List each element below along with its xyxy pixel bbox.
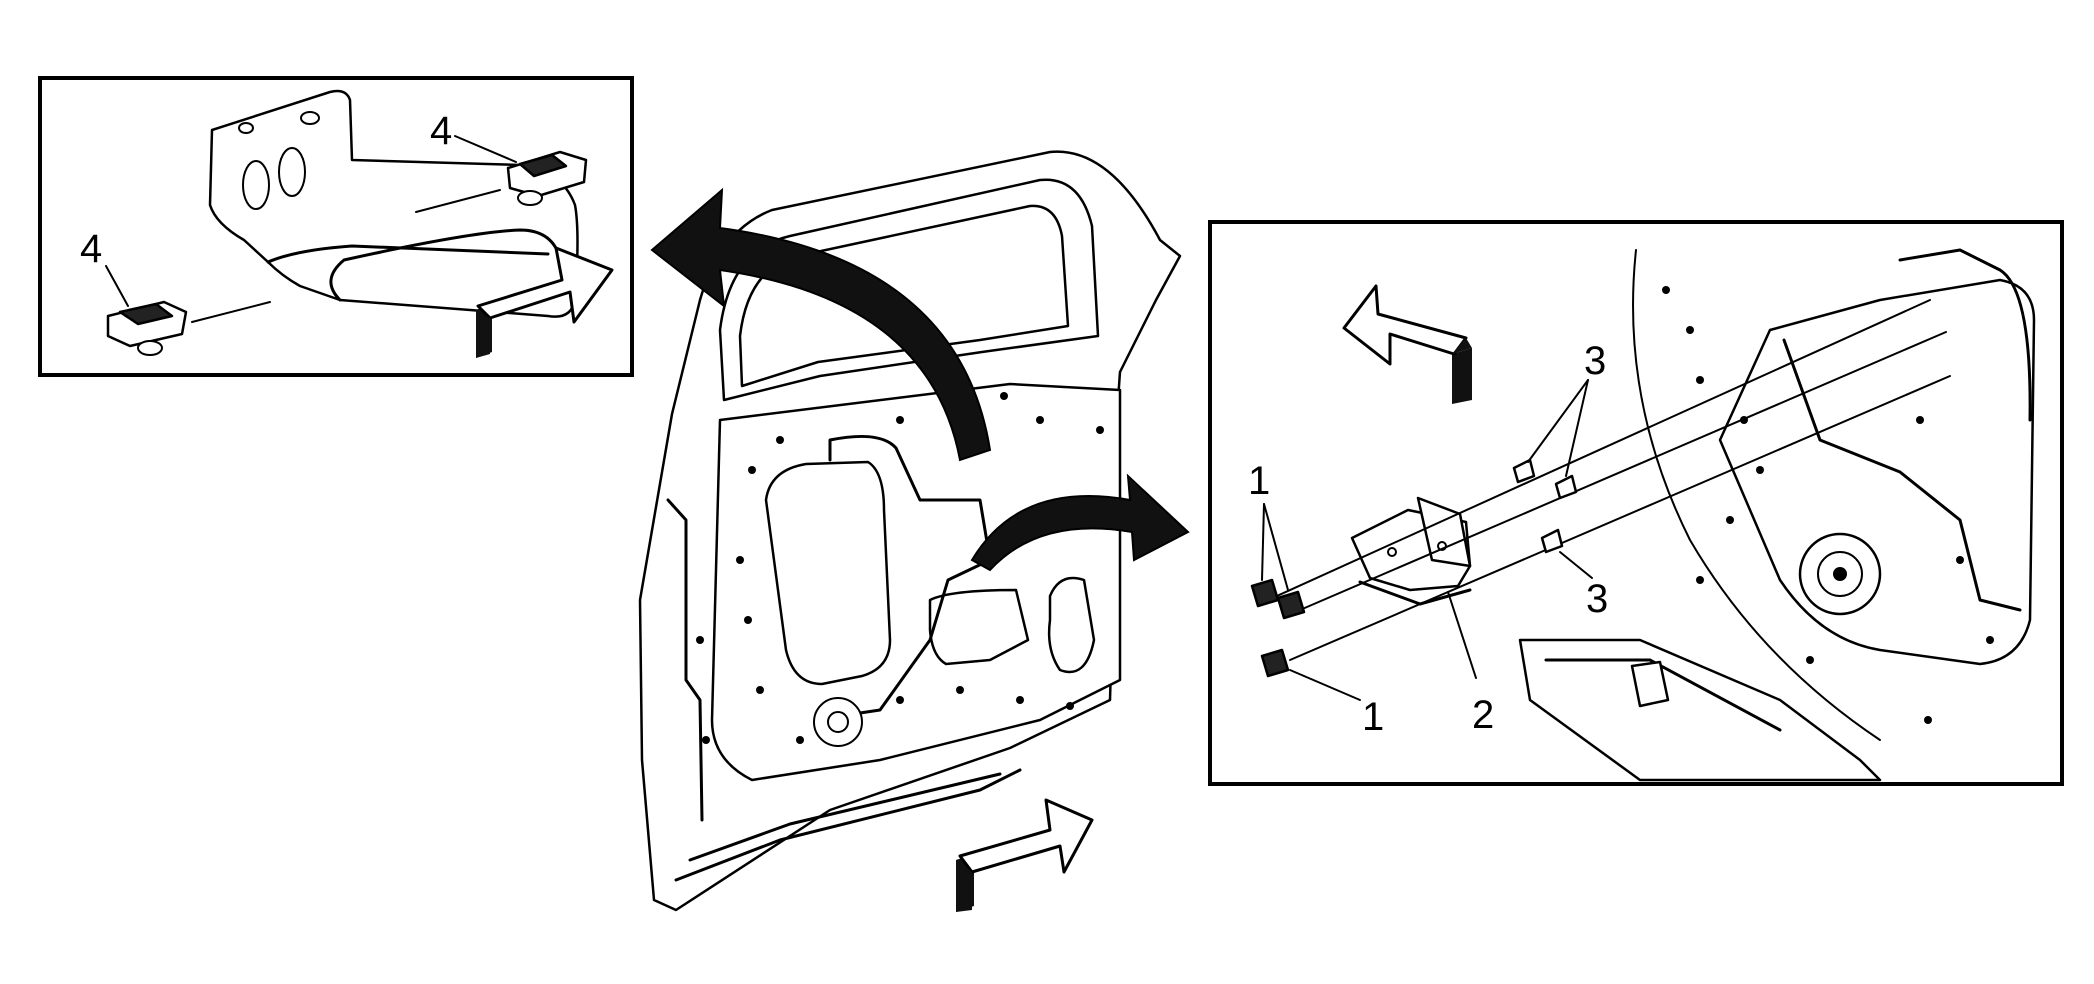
bolts-upper — [1250, 578, 1306, 620]
curved-arrow-install — [970, 473, 1190, 572]
inset-panel-channel — [1782, 338, 2022, 612]
alignment-line-1 — [1267, 299, 1931, 601]
hinge-hole-1 — [238, 122, 254, 134]
inner-cutout-large — [764, 460, 892, 686]
alignment-line-3 — [1289, 375, 1951, 661]
callout-bolt-lower: 1 — [1362, 695, 1384, 739]
clips-upper — [1512, 458, 1578, 500]
leader-bolts-upper-b — [1263, 503, 1289, 591]
door-lower-trim — [674, 768, 1022, 882]
door-edge — [666, 498, 704, 822]
bolt-lower — [1260, 648, 1290, 678]
leader-clips-upper-a — [1527, 379, 1589, 463]
inner-cutout-right — [1047, 576, 1096, 674]
inset-sill-clip — [1630, 660, 1670, 708]
clip-lower-bracket — [1540, 528, 1564, 554]
inset-door-edge — [1632, 249, 1881, 741]
rearward-arrow-right-inset — [1342, 284, 1472, 404]
door-panel — [638, 150, 1190, 912]
install-line-lower — [191, 301, 271, 323]
inner-channel — [828, 434, 992, 718]
forward-arrow-bottom — [956, 798, 1094, 912]
hinge-bracket-inset: 4 4 — [38, 76, 634, 377]
hinge-tube — [329, 228, 562, 302]
leader-clip-lower — [105, 265, 129, 307]
leader-bracket — [1447, 591, 1477, 679]
inset-door-sill — [1518, 638, 1882, 782]
clip-lower — [106, 300, 188, 356]
callout-bolts-upper: 1 — [1248, 459, 1270, 503]
leader-clip-lower — [1559, 551, 1593, 579]
callout-clip-upper: 4 — [430, 109, 452, 153]
hinge-knuckle-2 — [278, 147, 306, 197]
hinge-knuckle-1 — [242, 160, 270, 210]
forward-arrow-left-inset — [476, 246, 614, 358]
clip-upper — [506, 150, 588, 206]
hinge-hole-2 — [300, 111, 320, 125]
inner-cutout-small — [928, 588, 1030, 666]
hinge-plate-fold — [266, 244, 550, 264]
leader-clip-upper — [454, 135, 517, 163]
callout-bracket: 2 — [1472, 693, 1494, 737]
bracket-bolts-inset: 1 1 3 3 2 — [1208, 220, 2064, 786]
leader-bolts-upper-a — [1261, 503, 1265, 581]
callout-clips-upper: 3 — [1584, 339, 1606, 383]
hinge-inset-frame — [38, 76, 634, 377]
alignment-line-2 — [1299, 331, 1947, 611]
leader-bolt-lower — [1289, 669, 1361, 701]
inset-inner-panel — [1718, 278, 2036, 666]
callout-clip-lower: 3 — [1586, 577, 1608, 621]
install-line-upper — [415, 189, 501, 213]
bracket-inset-frame — [1208, 220, 2064, 786]
callout-clip-lower: 4 — [80, 227, 102, 271]
leader-clips-upper-b — [1565, 379, 1589, 477]
curved-arrow-remove — [650, 187, 992, 462]
